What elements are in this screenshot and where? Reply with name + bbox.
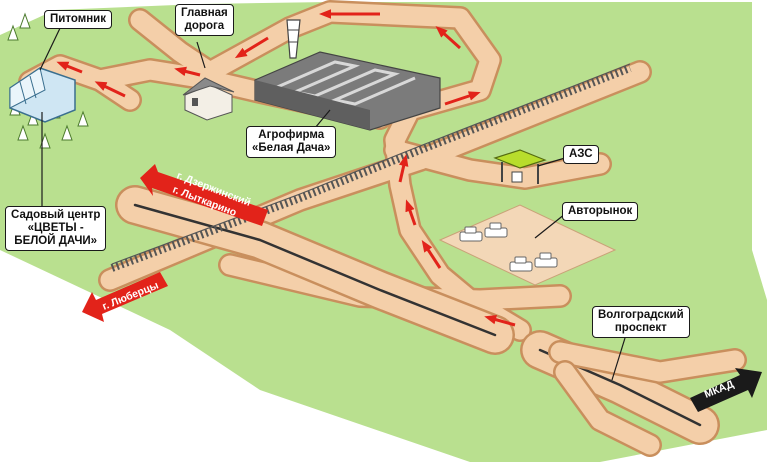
gas-station-icon: [493, 149, 547, 184]
label-main-road: Главная дорога: [175, 4, 234, 36]
avenue-ramp-fill: [550, 342, 745, 382]
label-avenue: Волгоградский проспект: [592, 306, 690, 338]
label-car-market: Авторынок: [562, 202, 639, 221]
label-main-road-line1: Главная: [181, 7, 228, 19]
label-agrofirm-line1: Агрофирма: [258, 129, 325, 141]
house-icon: [182, 77, 235, 121]
label-nursery: Питомник: [44, 10, 112, 29]
railway-rail: [111, 63, 631, 265]
arrow-icon: [94, 81, 126, 98]
leader-lines: [39, 23, 626, 381]
label-avenue-line2: проспект: [614, 322, 667, 334]
chimney-icon: [286, 19, 301, 59]
factory-icon: [254, 51, 441, 131]
label-garden-center-line2: «ЦВЕТЫ -: [27, 222, 84, 234]
car-market-lot: [438, 204, 617, 286]
label-agrofirm-line2: «Белая Дача»: [252, 142, 331, 154]
cars: [459, 222, 558, 272]
label-garden-center-line3: БЕЛОЙ ДАЧИ»: [14, 235, 98, 247]
arrow-icon: [174, 66, 201, 77]
arrow-icon: [56, 61, 83, 74]
label-garden-center-line1: Садовый центр: [11, 209, 101, 221]
avenue-ramp2-fill: [555, 362, 660, 455]
arrow-icon: [405, 199, 417, 226]
car-icon: [459, 226, 483, 242]
arrow-icon: [398, 154, 409, 183]
label-avenue-line1: Волгоградский: [598, 309, 684, 321]
label-gas-station: АЗС: [563, 145, 599, 164]
route-arrows: [56, 9, 516, 327]
arrow-icon: [444, 91, 481, 106]
car-icon: [534, 252, 558, 268]
railway: [110, 64, 632, 272]
label-agrofirm: Агрофирма «Белая Дача»: [246, 126, 337, 158]
greenhouse-icon: [9, 67, 76, 123]
car-icon: [509, 256, 533, 272]
label-main-road-line2: дорога: [184, 20, 225, 32]
arrow-icon: [421, 239, 442, 269]
car-icon: [484, 222, 508, 238]
arrow-icon: [484, 314, 516, 327]
arrow-icon: [234, 36, 269, 59]
highway-divider: [133, 203, 497, 337]
label-garden-center: Садовый центр «ЦВЕТЫ - БЕЛОЙ ДАЧИ»: [5, 206, 107, 251]
arrow-icon: [435, 25, 462, 50]
